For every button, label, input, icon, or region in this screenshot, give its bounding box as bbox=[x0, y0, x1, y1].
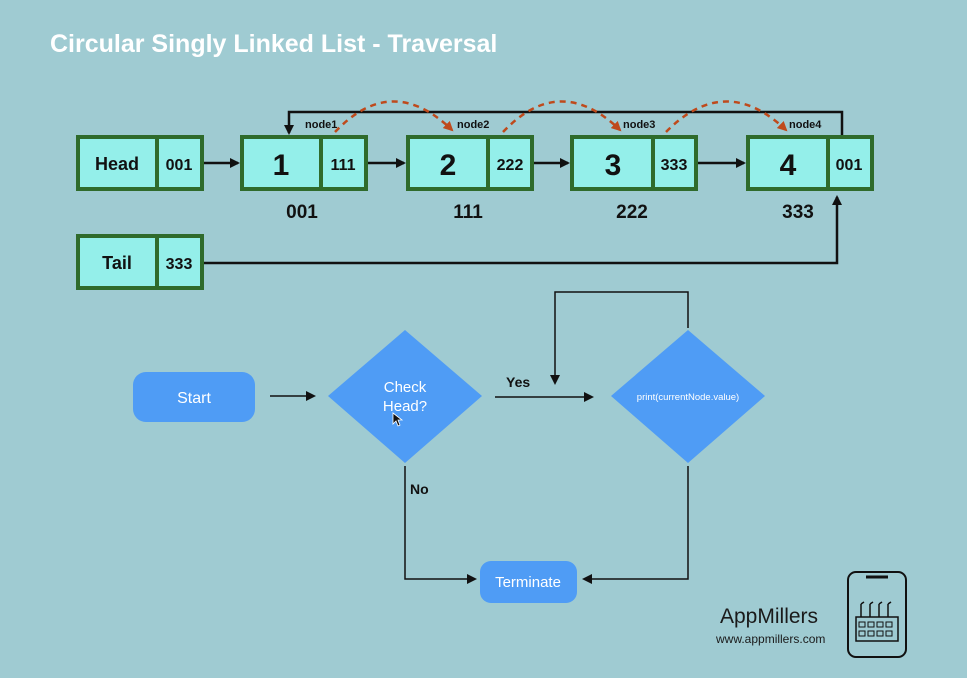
check-head-decision bbox=[328, 330, 482, 463]
node-address: 222 bbox=[616, 202, 648, 223]
node-value: 2 bbox=[440, 149, 457, 182]
traversal-curve-2 bbox=[502, 100, 622, 133]
node-value: 4 bbox=[780, 149, 797, 182]
list-node-1: 1 111 bbox=[240, 135, 368, 191]
node-address: 111 bbox=[453, 202, 483, 223]
node-address: 333 bbox=[782, 202, 814, 223]
terminate-node bbox=[480, 561, 577, 603]
node-tag: node3 bbox=[623, 119, 655, 131]
node-tag: node1 bbox=[305, 119, 337, 131]
brand-name: AppMillers bbox=[720, 605, 819, 628]
print-to-terminate-arrow bbox=[582, 466, 689, 584]
head-address: 001 bbox=[166, 157, 193, 174]
loop-back-arrow bbox=[550, 291, 689, 385]
traversal-curve-1 bbox=[334, 100, 454, 133]
yes-label: Yes bbox=[506, 374, 530, 390]
no-arrow bbox=[404, 466, 477, 584]
factory-phone-icon bbox=[847, 571, 907, 658]
brand-url: www.appmillers.com bbox=[716, 632, 826, 646]
traversal-curve-3 bbox=[665, 100, 788, 133]
page-title: Circular Singly Linked List - Traversal bbox=[50, 30, 498, 58]
list-node-4: 4 001 bbox=[746, 135, 874, 191]
tail-pointer-box: Tail 333 bbox=[76, 234, 204, 290]
no-label: No bbox=[410, 481, 429, 497]
tail-to-node4-arrow bbox=[204, 195, 842, 265]
node-next-address: 001 bbox=[836, 157, 863, 174]
mouse-cursor-icon bbox=[392, 412, 404, 427]
circular-back-link bbox=[284, 110, 844, 137]
node-tag: node4 bbox=[789, 119, 822, 131]
node-next-address: 222 bbox=[497, 157, 524, 174]
node-tag: node2 bbox=[457, 119, 489, 131]
print-label: print(currentNode.value) bbox=[637, 392, 739, 403]
tail-label: Tail bbox=[102, 253, 132, 273]
head-pointer-box: Head 001 bbox=[76, 135, 204, 191]
start-label: Start bbox=[177, 390, 211, 407]
node-value: 3 bbox=[605, 149, 622, 182]
tail-address: 333 bbox=[166, 256, 193, 273]
head-label: Head bbox=[95, 154, 139, 174]
node-address: 001 bbox=[286, 202, 318, 223]
start-node bbox=[133, 372, 255, 422]
node-next-address: 111 bbox=[331, 157, 356, 174]
check-label-line2: Head? bbox=[383, 398, 427, 415]
node-next-address: 333 bbox=[661, 157, 688, 174]
list-node-2: 2 222 bbox=[406, 135, 534, 191]
list-node-3: 3 333 bbox=[570, 135, 698, 191]
terminate-label: Terminate bbox=[495, 574, 561, 591]
print-process-decision bbox=[611, 330, 765, 463]
node-value: 1 bbox=[273, 149, 290, 182]
check-label-line1: Check bbox=[384, 379, 427, 396]
